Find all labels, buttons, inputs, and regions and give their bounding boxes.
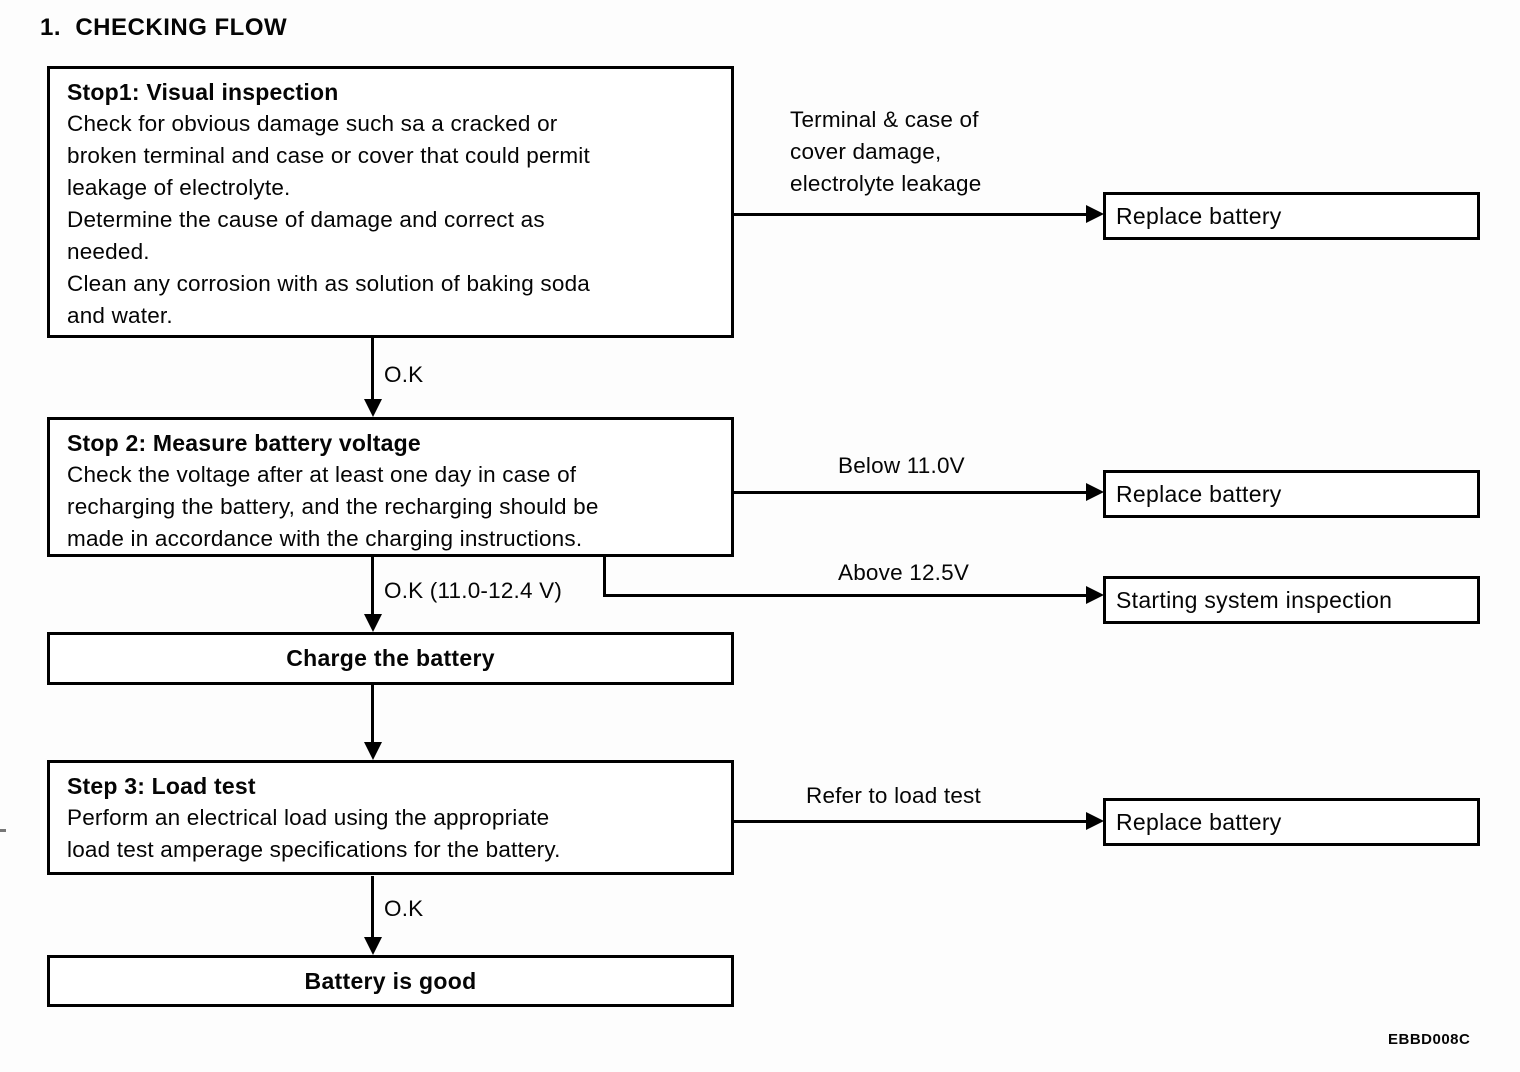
connector-line [371,338,374,401]
replace-battery-label-1: Replace battery [1116,202,1282,229]
replace-battery-box-2: Replace battery [1103,470,1480,518]
replace-battery-box-3: Replace battery [1103,798,1480,846]
step2-heading: Stop 2: Measure battery voltage [67,430,421,456]
figure-code: EBBD008C [1388,1031,1471,1048]
connector-line [603,557,606,597]
page-title: 1. CHECKING FLOW [40,14,288,41]
step2-measure-voltage-box: Stop 2: Measure battery voltage Check th… [47,417,734,557]
connector-line [371,685,374,744]
arrow-right-icon [1086,483,1104,501]
arrow-down-icon [364,937,382,955]
arrow-right-icon [1086,812,1104,830]
battery-good-box: Battery is good [47,955,734,1007]
connector-line [603,594,1088,597]
connector-line [734,491,1088,494]
starting-system-inspection-box: Starting system inspection [1103,576,1480,624]
step3-load-test-box: Step 3: Load test Perform an electrical … [47,760,734,875]
step3-heading: Step 3: Load test [67,773,256,799]
arrow-down-icon [364,742,382,760]
edge-load-label: Refer to load test [806,783,981,808]
edge-above-label: Above 12.5V [838,560,970,585]
edge-below-label: Below 11.0V [838,453,965,478]
replace-battery-box-1: Replace battery [1103,192,1480,240]
connector-line [371,557,374,616]
step1-body: Check for obvious damage such sa a crack… [67,111,590,328]
arrow-down-icon [364,399,382,417]
step2-body: Check the voltage after at least one day… [67,462,599,551]
connector-line [734,213,1088,216]
connector-line [371,876,374,939]
charge-battery-box: Charge the battery [47,632,734,685]
edge-ok3-label: O.K [384,896,424,921]
arrow-right-icon [1086,586,1104,604]
charge-battery-label: Charge the battery [286,645,495,671]
step1-heading: Stop1: Visual inspection [67,79,339,105]
edge-ok2-label: O.K (11.0-12.4 V) [384,578,563,603]
edge-terminal-damage-label: Terminal & case of cover damage, electro… [790,107,982,196]
step3-body: Perform an electrical load using the app… [67,805,561,862]
replace-battery-label-2: Replace battery [1116,480,1282,507]
arrow-down-icon [364,614,382,632]
replace-battery-label-3: Replace battery [1116,808,1282,835]
arrow-right-icon [1086,205,1104,223]
step1-visual-inspection-box: Stop1: Visual inspection Check for obvio… [47,66,734,338]
scan-artifact [0,829,6,832]
battery-good-label: Battery is good [304,967,477,994]
connector-line [734,820,1088,823]
edge-ok1-label: O.K [384,362,424,387]
starting-system-inspection-label: Starting system inspection [1116,586,1393,613]
